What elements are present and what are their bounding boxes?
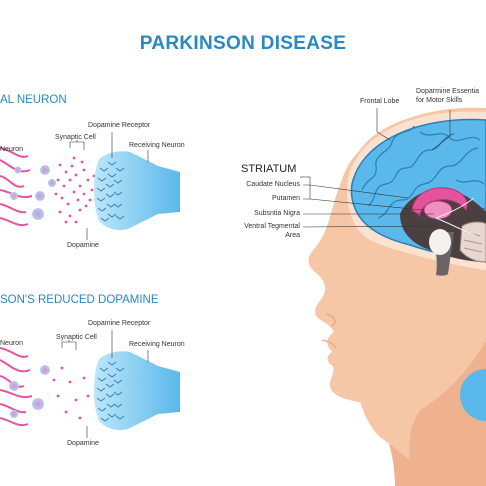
brain-leader-lines	[300, 108, 451, 228]
putamen-shape	[423, 200, 453, 220]
thalamus	[429, 229, 451, 255]
label-neuron-reduced: Neuron	[0, 340, 23, 347]
label-frontal-lobe: Frontal Lobe	[360, 98, 400, 105]
label-synaptic-cell: Synaptic Cell	[55, 134, 96, 141]
label-putamen: Putamen	[271, 195, 300, 202]
label-receiving-neuron-reduced: Receiving Neuron	[129, 341, 185, 348]
receiving-neuron	[94, 351, 180, 430]
label-receiving-neuron: Receiving Neuron	[129, 142, 185, 149]
label-dopamine-essential-1: Doparmine Essentia	[416, 88, 480, 95]
dopamine-receptors	[96, 361, 125, 422]
brain-illustration	[347, 111, 486, 276]
label-dopamine-essential-2: for Motor Skills	[416, 97, 463, 104]
receiving-neuron	[94, 151, 180, 230]
label-synaptic-cell-reduced: Synaptic Cell	[56, 334, 97, 341]
page-title: PARKINSON DISEASE	[139, 33, 347, 54]
label-dopamine-receptor-reduced: Dopamine Receptor	[88, 320, 151, 327]
label-dopamine-receptor: Dopamine Receptor	[88, 122, 151, 129]
label-vta-line2: Area	[285, 232, 300, 239]
label-substantia-nigra: Subsntia Nigra	[254, 210, 300, 217]
sending-neuron-fibers	[0, 147, 33, 227]
dopamine-vesicles	[10, 165, 56, 220]
label-striatum: STRIATUM	[241, 163, 297, 175]
dopamine-dots	[54, 156, 96, 224]
reduced-neuron-diagram	[0, 330, 180, 438]
dopamine-vesicles	[9, 365, 50, 418]
dopamine-receptors	[96, 161, 125, 222]
label-dopamine: Dopamine	[67, 242, 99, 249]
normal-neuron-diagram	[0, 132, 180, 240]
reduced-dopamine-heading: SON'S REDUCED DOPAMINE	[0, 294, 159, 306]
sending-neuron-fibers	[0, 347, 33, 427]
label-neuron: Neuron	[0, 146, 23, 153]
normal-neuron-heading: AL NEURON	[0, 94, 67, 106]
label-dopamine-reduced: Dopamine	[67, 440, 99, 447]
label-vta-line1: Ventral Tegmental	[244, 223, 300, 230]
dopamine-dots-reduced	[52, 366, 90, 420]
label-caudate-nucleus: Caudate Nucleus	[246, 181, 300, 188]
